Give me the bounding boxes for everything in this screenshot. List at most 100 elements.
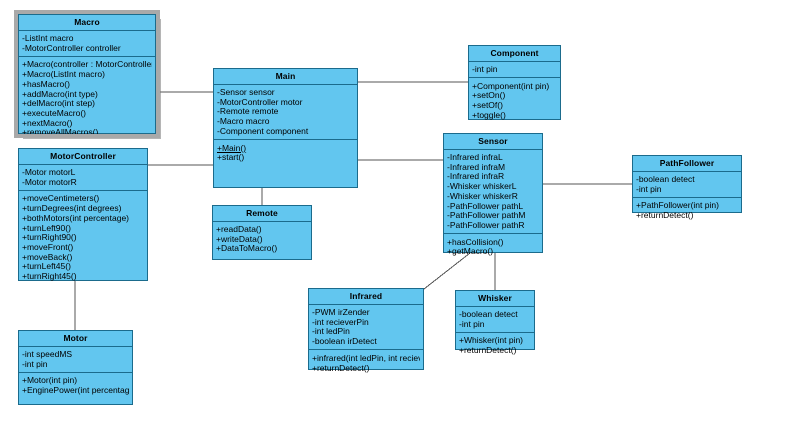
attribute-row: -int speedMS xyxy=(22,349,73,360)
method-row: +moveBack() xyxy=(22,252,73,262)
method-row: +PathFollower(int pin) xyxy=(636,200,719,211)
attribute-row: -MotorController motor xyxy=(217,97,303,107)
method-row: +DataToMacro() xyxy=(216,243,278,254)
method-row: +returnDetect() xyxy=(459,345,517,356)
attribute-row: -boolean detect xyxy=(636,174,695,185)
method-row: +bothMotors(int percentage) xyxy=(22,213,130,223)
attribute-row: -MotorController controller xyxy=(22,43,121,53)
class-methods-main: +Main()+start() xyxy=(214,140,357,165)
attribute-row: -int pin xyxy=(22,359,48,369)
method-row: +getMacro() xyxy=(447,246,494,257)
uml-class-remote[interactable]: Remote+readData()+writeData()+DataToMacr… xyxy=(212,205,312,260)
class-name-component: Component xyxy=(469,46,560,62)
attribute-row: -int pin xyxy=(636,184,662,194)
uml-class-macro[interactable]: Macro-ListInt macro-MotorController cont… xyxy=(14,10,160,138)
class-methods-whisker: +Whisker(int pin)+returnDetect() xyxy=(456,333,534,358)
class-attributes-component: -int pin xyxy=(469,62,560,79)
method-row: +returnDetect() xyxy=(312,362,370,373)
attribute-row: -boolean detect xyxy=(459,309,518,320)
method-row: +turnDegrees(int degrees) xyxy=(22,203,122,214)
method-row: +writeData() xyxy=(216,234,263,244)
class-attributes-pathfollower: -boolean detect-int pin xyxy=(633,172,741,198)
attribute-row: -int pin xyxy=(472,64,498,75)
class-name-motor: Motor xyxy=(19,331,132,347)
method-row: +hasCollision() xyxy=(447,237,504,247)
attribute-row: -int ledPin xyxy=(312,326,350,337)
attribute-row: -ListInt macro xyxy=(22,33,74,44)
class-attributes-macro: -ListInt macro-MotorController controlle… xyxy=(19,31,155,57)
class-attributes-motor: -int speedMS-int pin xyxy=(19,347,132,373)
method-row: +addMacro(int type) xyxy=(22,88,98,99)
class-methods-component: +Component(int pin)+setOn()+setOf()+togg… xyxy=(469,78,560,123)
class-methods-sensor: +hasCollision()+getMacro() xyxy=(444,234,542,259)
attribute-row: -Macro macro xyxy=(217,116,270,127)
method-row: +moveFront() xyxy=(22,242,74,252)
attribute-row: -Remote remote xyxy=(217,106,279,117)
method-row: +toggle() xyxy=(472,110,506,120)
uml-class-motorcontroller[interactable]: MotorController-Motor motorL-Motor motor… xyxy=(18,148,148,281)
method-row: +moveCentimeters() xyxy=(22,193,100,204)
attribute-row: -Infrared infraM xyxy=(447,162,506,172)
method-row: +Whisker(int pin) xyxy=(459,335,524,346)
method-row: +setOf() xyxy=(472,100,503,111)
method-row: +Motor(int pin) xyxy=(22,375,78,386)
method-row: +EnginePower(int percentage) xyxy=(22,385,129,396)
method-row: +turnLeft45() xyxy=(22,261,71,272)
method-row: +readData() xyxy=(216,224,262,235)
attribute-row: -PathFollower pathM xyxy=(447,210,526,221)
attribute-row: -Component component xyxy=(217,126,309,136)
method-row: +Macro(controller : MotorController) xyxy=(22,59,152,70)
method-row: +turnLeft90() xyxy=(22,222,71,233)
attribute-row: -Whisker whiskerL xyxy=(447,181,517,192)
method-row: +turnRight45() xyxy=(22,271,77,281)
attribute-row: -PathFollower pathL xyxy=(447,200,524,211)
class-attributes-infrared: -PWM irZender-int recieverPin-int ledPin… xyxy=(309,305,423,351)
class-name-main: Main xyxy=(214,69,357,85)
class-attributes-sensor: -Infrared infraL-Infrared infraM-Infrare… xyxy=(444,150,542,234)
class-name-sensor: Sensor xyxy=(444,134,542,150)
method-row: +nextMacro() xyxy=(22,118,73,128)
attribute-row: -Infrared infraR xyxy=(447,171,505,182)
method-row: +returnDetect() xyxy=(636,210,694,221)
attribute-row: -int pin xyxy=(459,319,485,329)
method-row: +Component(int pin) xyxy=(472,81,550,91)
class-methods-macro: +Macro(controller : MotorController)+Mac… xyxy=(19,57,155,141)
connector-sensor-infrared xyxy=(423,252,471,290)
attribute-row: -Sensor sensor xyxy=(217,87,275,98)
method-row: +turnRight90() xyxy=(22,232,77,243)
attribute-row: -Infrared infraL xyxy=(447,152,503,163)
method-row: +start() xyxy=(217,152,245,163)
class-methods-infrared: +infrared(int ledPin, int recieverPin)+r… xyxy=(309,350,423,375)
uml-class-infrared[interactable]: Infrared-PWM irZender-int recieverPin-in… xyxy=(308,288,424,372)
attribute-row: -boolean irDetect xyxy=(312,336,377,347)
class-name-whisker: Whisker xyxy=(456,291,534,307)
method-row: +delMacro(int step) xyxy=(22,98,95,109)
method-row: +hasMacro() xyxy=(22,79,70,89)
attribute-row: -PWM irZender xyxy=(312,307,370,318)
class-name-remote: Remote xyxy=(213,206,311,222)
class-attributes-whisker: -boolean detect-int pin xyxy=(456,307,534,333)
attribute-row: -Motor motorL xyxy=(22,167,76,178)
uml-class-pathfollower[interactable]: PathFollower-boolean detect-int pin+Path… xyxy=(632,155,742,219)
attribute-row: -int recieverPin xyxy=(312,317,369,327)
attribute-row: -PathFollower pathR xyxy=(447,220,525,230)
method-row: +Macro(ListInt macro) xyxy=(22,69,105,80)
uml-class-component[interactable]: Component-int pin+Component(int pin)+set… xyxy=(468,45,561,120)
class-attributes-motorcontroller: -Motor motorL-Motor motorR xyxy=(19,165,147,191)
class-name-infrared: Infrared xyxy=(309,289,423,305)
class-name-motorcontroller: MotorController xyxy=(19,149,147,165)
uml-class-sensor[interactable]: Sensor-Infrared infraL-Infrared infraM-I… xyxy=(443,133,543,255)
uml-class-main[interactable]: Main -Sensor sensor-MotorController motor… xyxy=(213,68,358,188)
class-methods-motor: +Motor(int pin)+EnginePower(int percenta… xyxy=(19,373,132,398)
class-name-pathfollower: PathFollower xyxy=(633,156,741,172)
uml-class-whisker[interactable]: Whisker-boolean detect-int pin+Whisker(i… xyxy=(455,290,535,354)
attribute-row: -Motor motorR xyxy=(22,177,77,187)
uml-class-motor[interactable]: Motor-int speedMS-int pin+Motor(int pin)… xyxy=(18,330,133,405)
method-row: +removeAllMacros() xyxy=(22,127,99,138)
class-name-macro: Macro xyxy=(19,15,155,31)
class-methods-remote: +readData()+writeData()+DataToMacro() xyxy=(213,222,311,257)
method-row: +executeMacro() xyxy=(22,108,87,118)
attribute-row: -Whisker whiskerR xyxy=(447,191,518,201)
